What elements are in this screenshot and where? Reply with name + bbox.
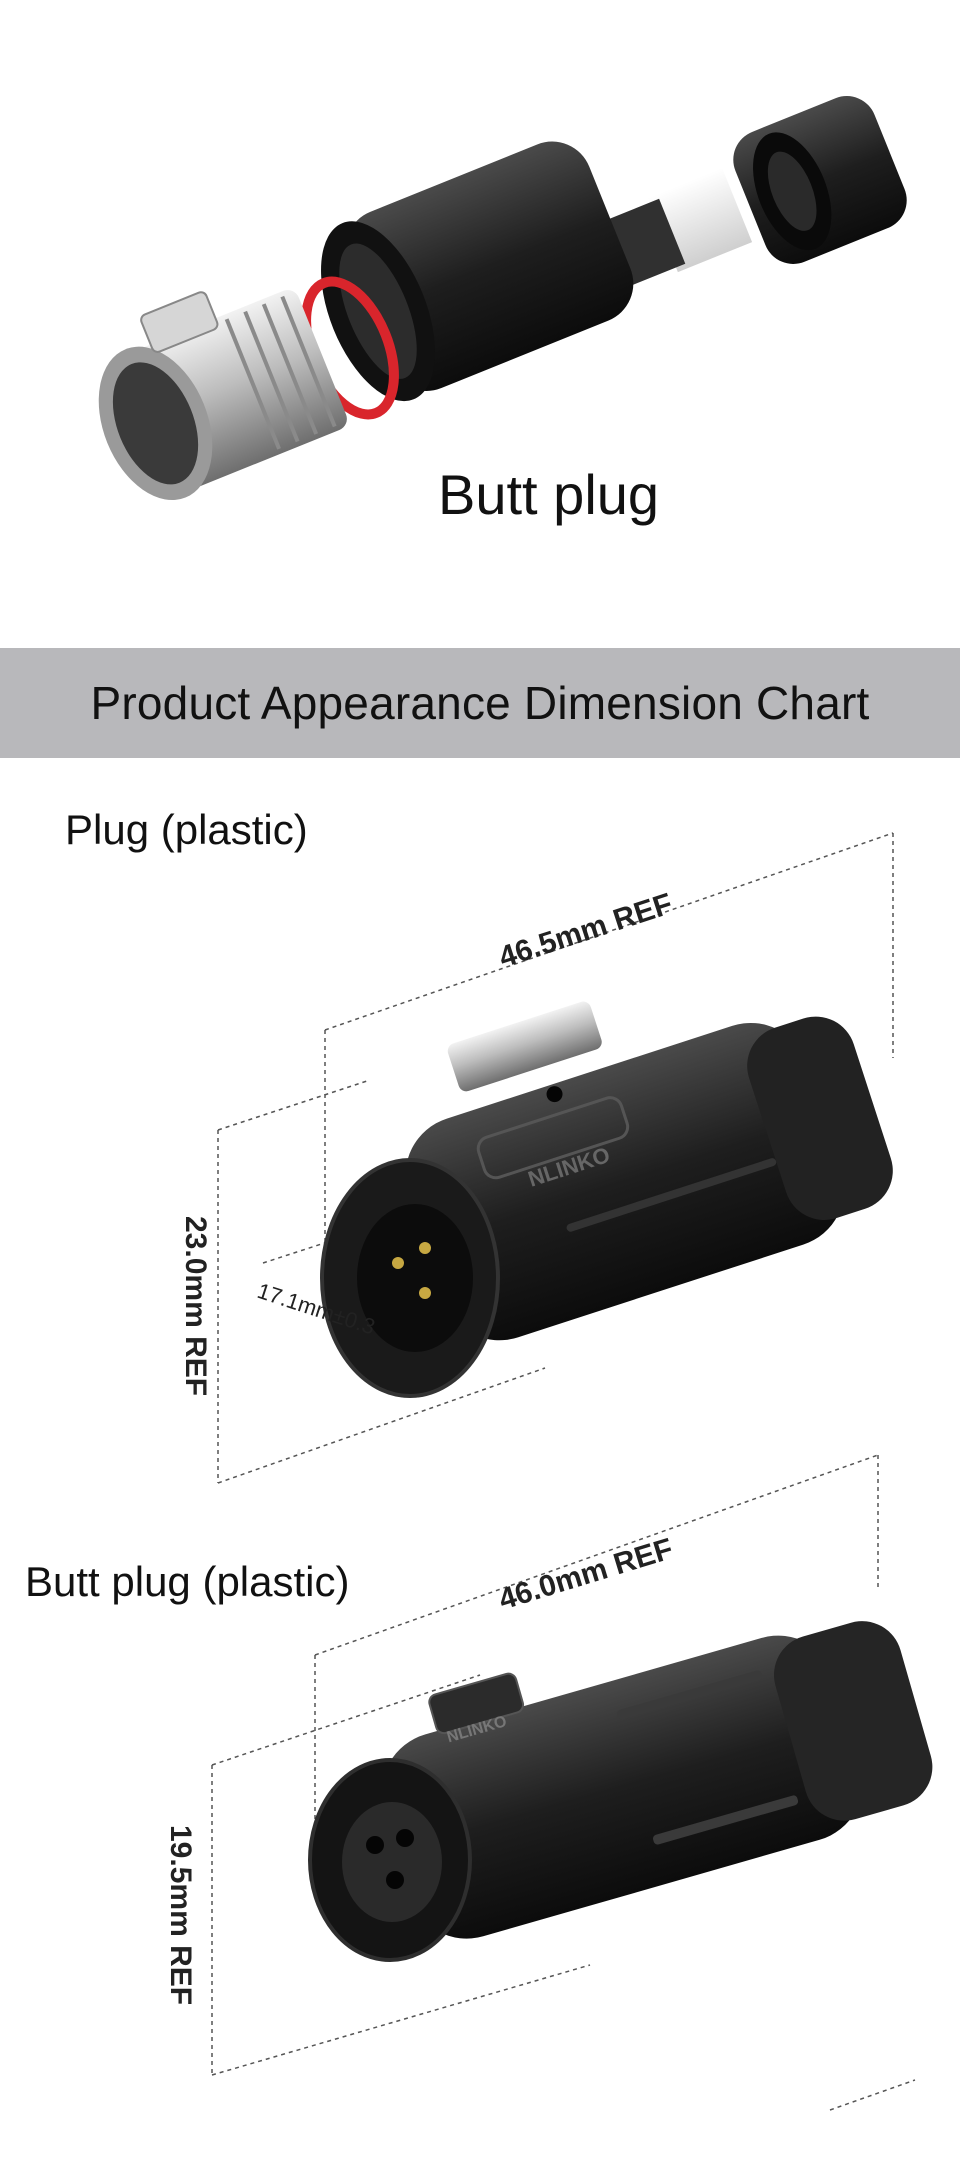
butt-plug-body: [381, 1621, 933, 1939]
plug-drawing: [217, 832, 894, 1484]
plug-label: Plug (plastic): [65, 806, 308, 853]
butt-plug-dimension-section: Butt plug (plastic) 46.0mm REF 19.5mm RE…: [0, 1454, 960, 2158]
metal-shell-part: [98, 290, 347, 501]
nut-part: [733, 96, 907, 264]
exploded-connector-illustration: [98, 96, 907, 501]
butt-plug-socket: [386, 1871, 404, 1889]
plug-height-dimension: 23.0mm REF: [179, 1216, 212, 1397]
butt-plug-socket: [396, 1829, 414, 1847]
butt-plug-height-dimension: 19.5mm REF: [164, 1825, 197, 2006]
plug-latch: [447, 1001, 602, 1092]
plug-body: [405, 1016, 893, 1341]
hero-caption: Butt plug: [438, 463, 660, 526]
hero-section: Butt plug: [0, 0, 960, 650]
plug-pin: [419, 1242, 431, 1254]
butt-plug-socket: [366, 1836, 384, 1854]
butt-plug-latch: [428, 1672, 525, 1735]
plug-pin: [419, 1287, 431, 1299]
butt-plug-dimension-lines: [211, 1454, 916, 2111]
plug-dimension-section: Plug (plastic) 46.5mm RE: [0, 758, 960, 1518]
plug-body-part: [321, 141, 634, 402]
section-banner: Product Appearance Dimension Chart: [0, 648, 960, 758]
butt-plug-drawing: [211, 1454, 933, 2111]
plug-pin: [392, 1257, 404, 1269]
banner-title: Product Appearance Dimension Chart: [90, 677, 870, 729]
butt-plug-label: Butt plug (plastic): [25, 1558, 350, 1605]
